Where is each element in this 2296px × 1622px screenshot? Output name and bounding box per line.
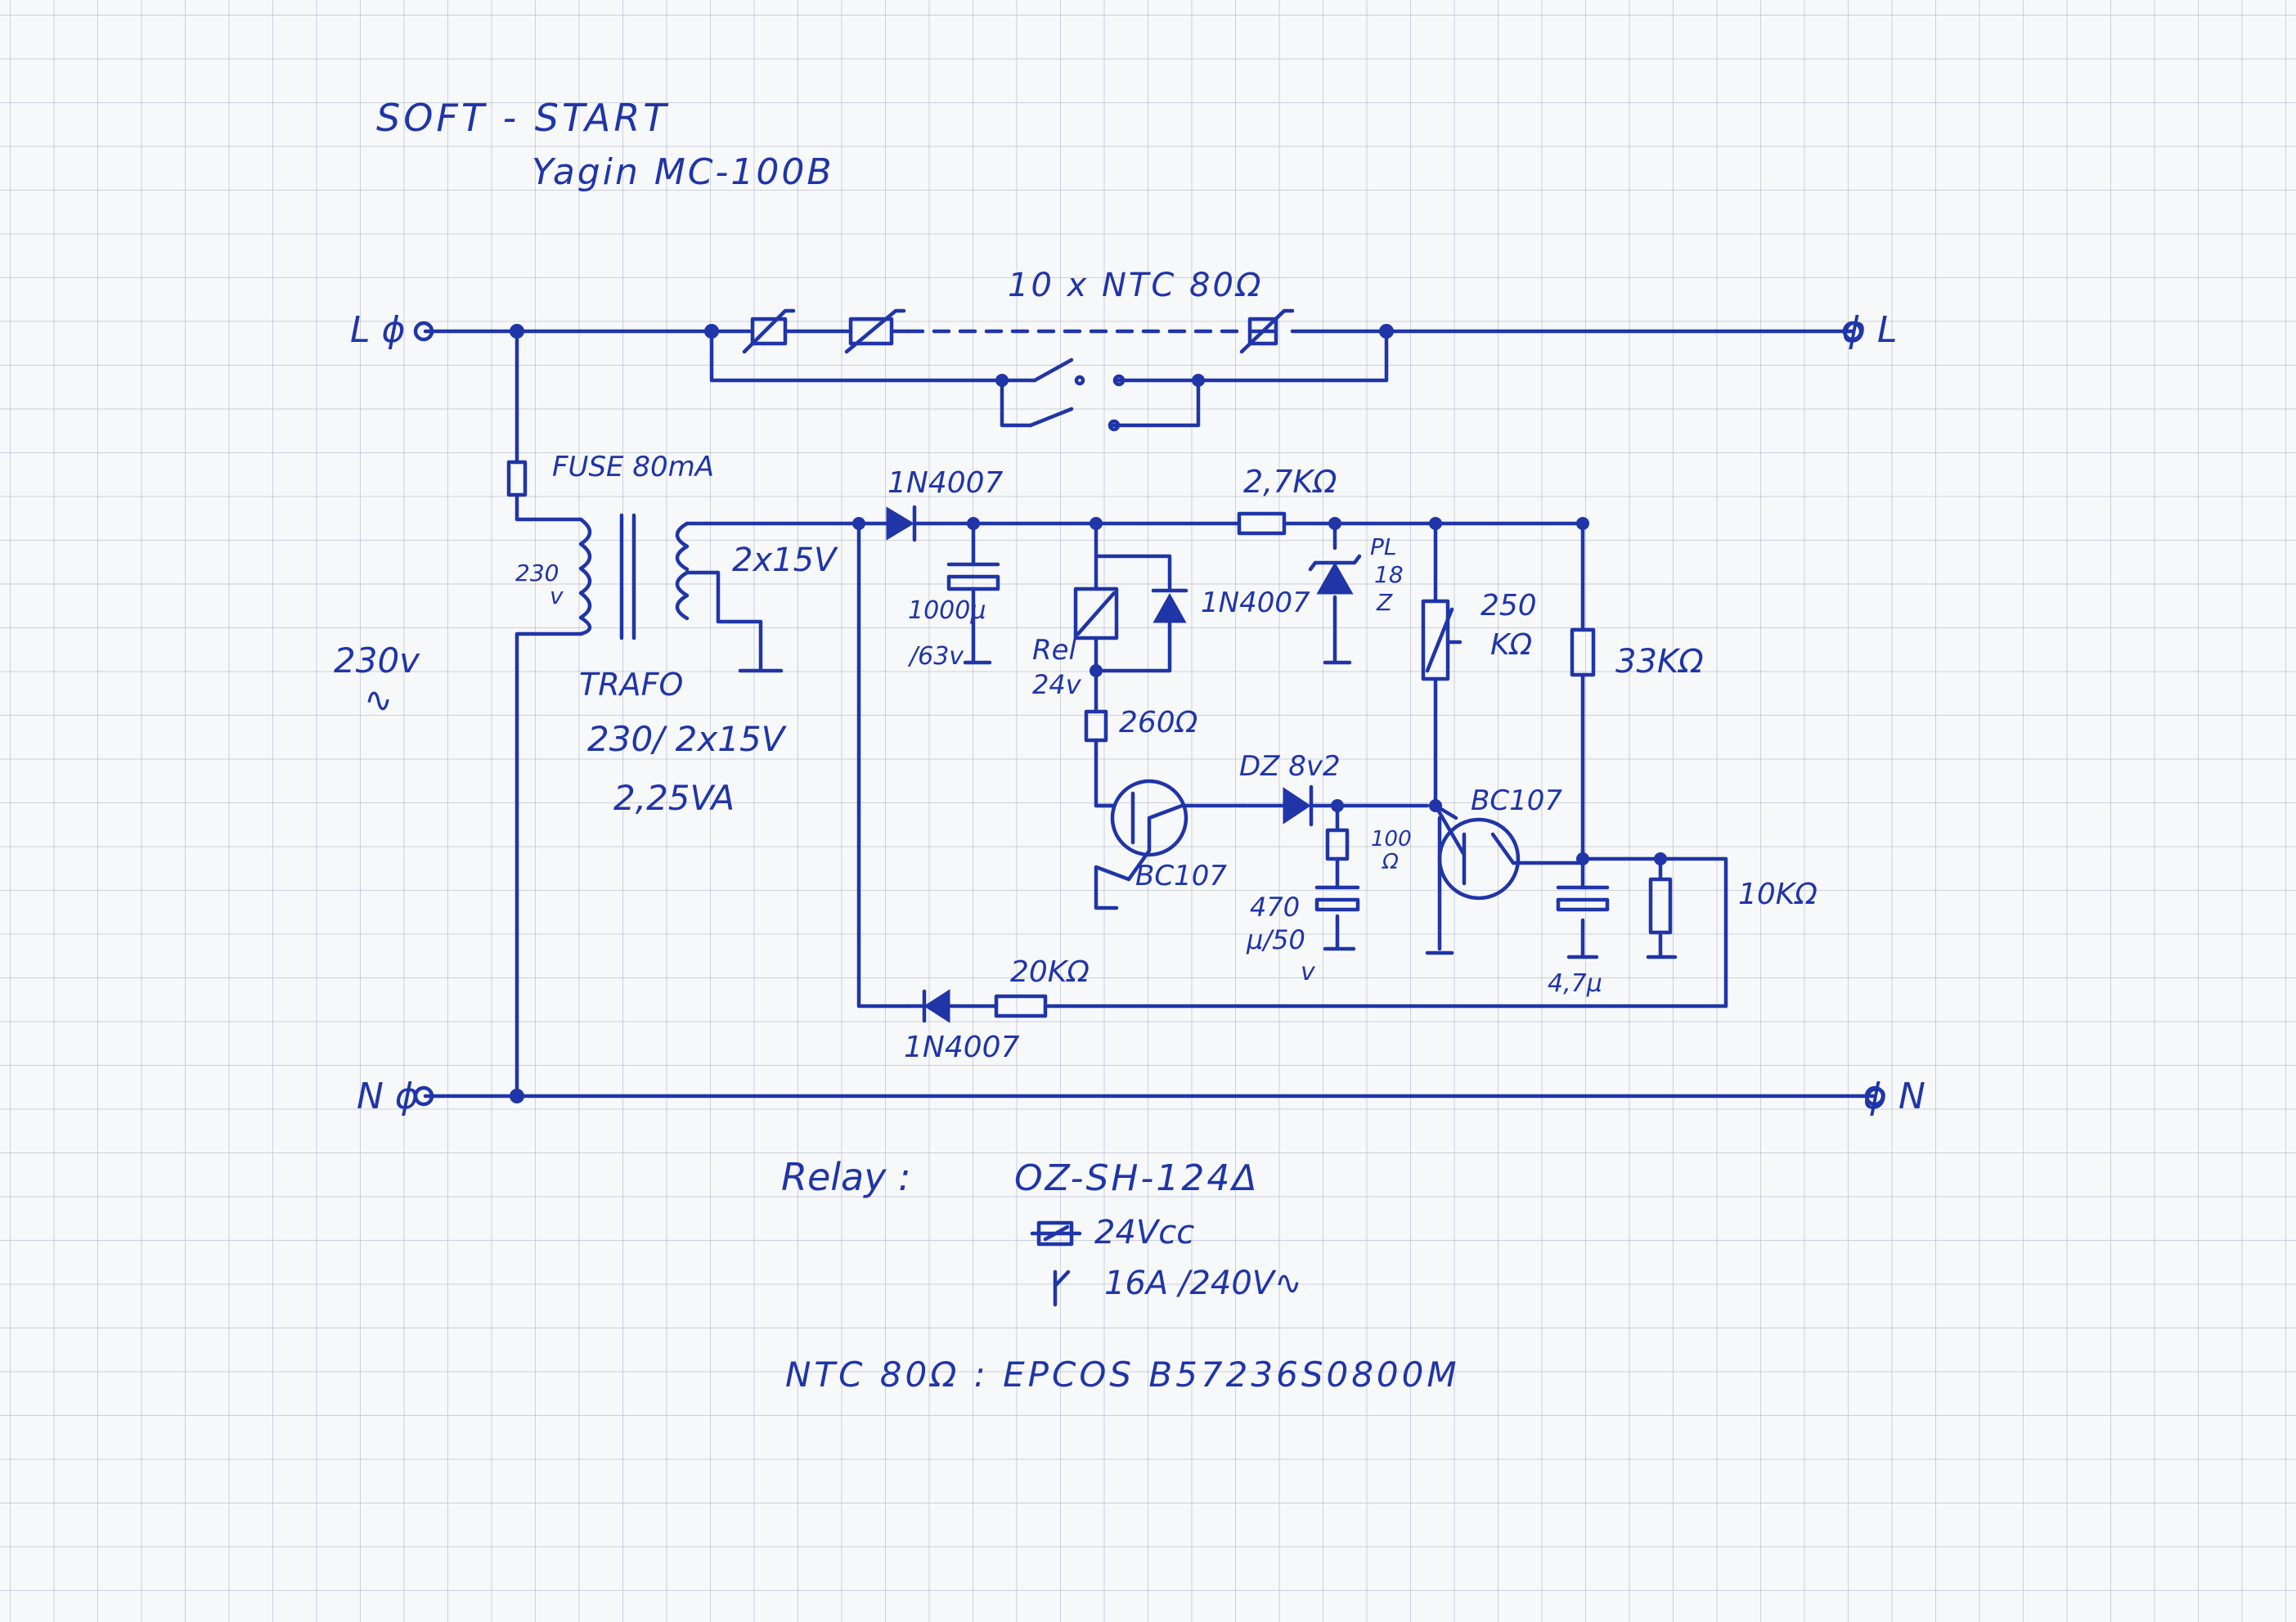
terminal-n-in: N ϕ [357,1076,419,1117]
terminal-l-in: L ϕ [350,309,406,351]
relay-contact-icon [1053,1269,1071,1307]
r1-resistor-symbol [1237,511,1287,536]
relay-voltage-label: 24v [1032,669,1082,700]
fuse-label: FUSE 80mA [552,451,714,483]
q1-transistor-symbol [1110,779,1188,857]
trafo-rating: 230/ 2x15V [587,719,788,759]
relay-coil-icon [1030,1220,1082,1247]
ntc-part-note: NTC 80Ω : EPCOS B57236S0800M [785,1355,1460,1395]
ntc-array-label: 10 x NTC 80Ω [1008,267,1263,304]
zener-suffix-label: Z [1376,589,1393,616]
pot-unit-label: KΩ [1490,628,1533,662]
d1-label: 1N4007 [887,466,1004,500]
c3-label: 4,7μ [1548,969,1602,998]
d3-label: 1N4007 [904,1031,1020,1064]
mains-wiring [423,329,1876,1099]
r4-unit-label: Ω [1382,850,1399,874]
trafo-secondary-label: 2x15V [732,541,838,579]
r5-resistor-symbol [1648,877,1673,935]
c2-value-label: 470 [1250,892,1300,923]
relay-contact-rating: 16A /240V∿ [1104,1265,1302,1302]
trafo-primary-unit: v [550,582,564,609]
r4-value-label: 100 [1371,827,1412,851]
trafo-primary-label: 230 [515,559,559,586]
fuse-symbol [506,460,528,497]
d2-diode-symbol [1151,588,1188,623]
d1-diode-symbol [886,505,917,542]
q2-label: BC107 [1471,784,1562,817]
transformer-symbol [578,513,690,640]
junction-dots [510,324,1667,1103]
r1-label: 2,7KΩ [1243,464,1337,500]
relay-coil-rating: 24Vcc [1094,1214,1194,1251]
trafo-name: TRAFO [579,667,683,703]
c2-capacitor-symbol [1314,885,1360,912]
c1-capacitor-symbol [946,562,1000,591]
r3-label: 260Ω [1119,706,1198,739]
r6-label: 20KΩ [1010,955,1090,989]
schematic-title: SOFT - START [376,96,669,140]
schematic-subtitle: Yagin MC-100B [532,151,834,193]
terminal-symbols [413,321,1885,1107]
pot-250k-symbol [1421,599,1463,681]
dz-zener-symbol [1283,784,1314,827]
pot-value-label: 250 [1480,589,1537,622]
r6-resistor-symbol [994,994,1048,1018]
relay-contact-symbols [1028,357,1126,432]
dz-label: DZ 8v2 [1239,750,1341,783]
q1-label: BC107 [1135,860,1227,892]
r2-resistor-symbol [1570,627,1596,677]
ntc-thermistor-symbols [742,308,1295,354]
d2-label: 1N4007 [1201,586,1310,619]
relay-part-number: OZ-SH-124Δ [1014,1157,1259,1199]
c3-capacitor-symbol [1556,885,1610,912]
zener-name-label: PL [1370,533,1396,560]
trafo-power: 2,25VA [613,778,735,818]
relay-name-label: Rel [1032,634,1077,667]
d3-diode-symbol [922,989,950,1023]
zener-value-label: 18 [1374,561,1404,588]
relay-coil-symbol [1073,586,1119,640]
mains-voltage-label: 230v [334,640,420,681]
relay-note-label: Relay : [781,1155,911,1199]
r2-label: 33KΩ [1615,643,1704,681]
q2-transistor-symbol [1433,803,1521,901]
c2-unit-label: v [1301,958,1316,986]
mains-ac-symbol: ∿ [364,680,393,720]
r4-resistor-symbol [1325,828,1350,861]
r5-label: 10KΩ [1738,878,1817,911]
c1-voltage-label: /63v [907,642,964,671]
r3-resistor-symbol [1084,709,1108,743]
c2-voltage-label: μ/50 [1246,924,1305,955]
zener-diode-symbol [1308,554,1362,595]
